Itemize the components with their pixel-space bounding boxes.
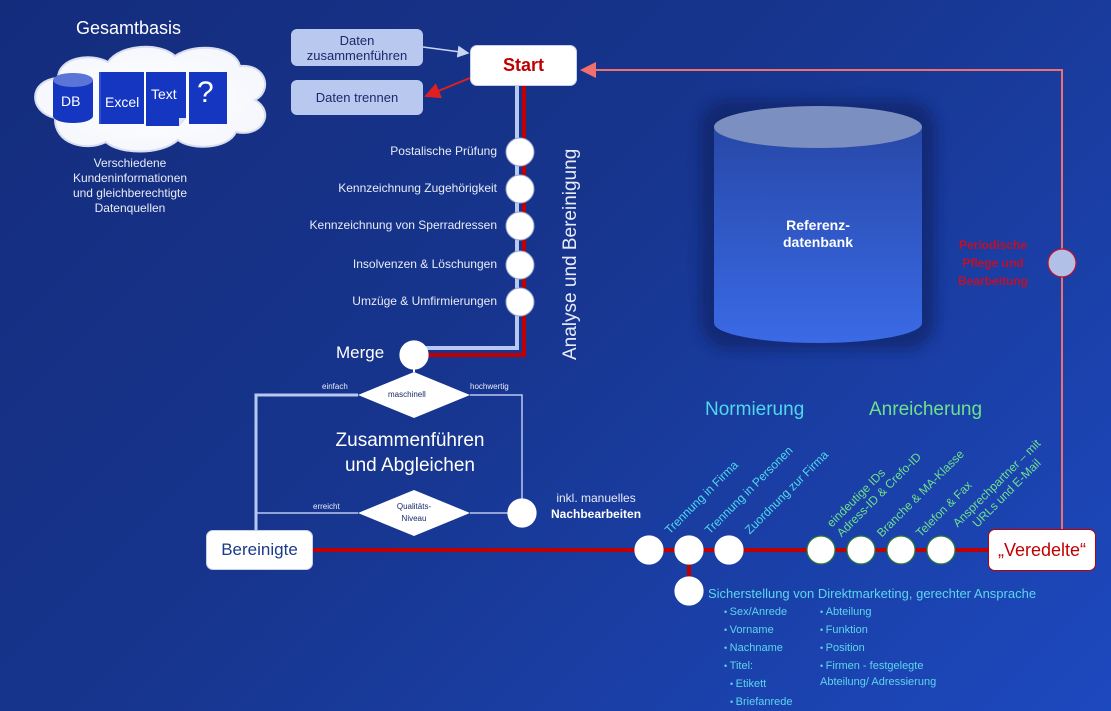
matching-title: Zusammenführen und Abgleichen <box>335 430 485 476</box>
analysis-step-node[interactable] <box>505 287 535 317</box>
high-quality-label: hochwertig <box>470 382 509 391</box>
list-item: Position <box>820 639 923 657</box>
normalization-step-node[interactable] <box>714 535 744 565</box>
list-item: Titel: <box>724 657 793 675</box>
list-item: Nachname <box>724 639 793 657</box>
list-item: Firmen - festgelegte <box>820 657 924 673</box>
source-excel-label: Excel <box>105 94 140 110</box>
maintenance-node[interactable] <box>1047 248 1077 278</box>
analysis-step-node[interactable] <box>505 250 535 280</box>
analysis-step-label: Kennzeichnung von Sperradressen <box>309 218 497 232</box>
enrichment-title: Anreicherung <box>869 399 983 420</box>
list-item: Abteilung <box>820 603 923 621</box>
merge-node[interactable] <box>399 340 429 370</box>
analysis-step-node[interactable] <box>505 174 535 204</box>
list-item: Vorname <box>724 621 793 639</box>
arrow-start-to-split <box>424 77 471 99</box>
source-title: Gesamtbasis <box>76 18 182 38</box>
analysis-step-label: Insolvenzen & Löschungen <box>352 257 497 271</box>
decision-machine-diamond <box>358 372 470 418</box>
manual-rework-node[interactable] <box>507 498 537 528</box>
list-item: Briefanrede <box>724 693 793 711</box>
direct-marketing-continuation: Abteilung/ Adressierung <box>820 676 937 688</box>
simple-label: einfach <box>322 382 348 391</box>
start-box[interactable]: Start <box>470 45 577 86</box>
maintenance-label: Periodische Pflege und Bearbeitung <box>957 238 1028 288</box>
analysis-step-label: Kennzeichnung Zugehörigkeit <box>338 181 497 195</box>
normalization-step-node[interactable] <box>634 535 664 565</box>
reached-label: erreicht <box>313 502 340 511</box>
source-unknown-label: ? <box>197 76 214 109</box>
direct-marketing-node[interactable] <box>674 576 704 606</box>
enrichment-step-node[interactable] <box>846 535 876 565</box>
analysis-step-label: Umzüge & Umfirmierungen <box>352 294 497 308</box>
feedback-loop-line <box>580 62 1063 530</box>
enrichment-step-node[interactable] <box>806 535 836 565</box>
spreadsheet-icon <box>99 72 144 124</box>
merge-data-box[interactable]: Daten zusammenführen <box>291 29 423 66</box>
analysis-step-node[interactable] <box>505 211 535 241</box>
direct-marketing-left-list: Sex/Anrede Vorname Nachname Titel: Etike… <box>724 603 793 711</box>
question-icon <box>189 72 227 124</box>
merge-label: Merge <box>336 343 385 362</box>
refined-data-box[interactable]: „Veredelte“ <box>988 529 1096 571</box>
list-item: Funktion <box>820 621 923 639</box>
document-icon <box>146 72 186 126</box>
split-data-box[interactable]: Daten trennen <box>291 80 423 115</box>
database-icon <box>52 72 94 124</box>
analysis-step-label: Postalische Prüfung <box>390 144 497 158</box>
reference-database-label: Referenz- datenbank <box>782 217 853 250</box>
manual-rework-label: inkl. manuelles Nachbearbeiten <box>551 491 642 521</box>
high-quality-path-line <box>470 394 523 500</box>
simple-path-line <box>254 393 358 530</box>
analysis-step-node[interactable] <box>505 137 535 167</box>
list-item: Etikett <box>724 675 793 693</box>
decision-quality-diamond <box>358 490 470 536</box>
enrichment-step-node[interactable] <box>886 535 916 565</box>
enrichment-step-node[interactable] <box>926 535 956 565</box>
list-item: Sex/Anrede <box>724 603 793 621</box>
arrow-merge-to-start <box>422 45 470 58</box>
reference-database-icon <box>700 100 936 350</box>
cleaned-data-box[interactable]: Bereinigte <box>206 530 313 570</box>
decision-quality-label: Qualitäts- Niveau <box>396 502 432 523</box>
direct-marketing-right-list: Abteilung Funktion Position Firmen - fes… <box>820 603 924 673</box>
normalization-step-node[interactable] <box>674 535 704 565</box>
analysis-section-title: Analyse und Bereinigung <box>560 148 581 360</box>
direct-marketing-title: Sicherstellung von Direktmarketing, gere… <box>708 586 1037 601</box>
source-text-label: Text <box>151 86 177 102</box>
source-db-label: DB <box>61 93 81 109</box>
source-caption: Verschiedene Kundeninformationen und gle… <box>72 156 188 215</box>
analysis-line-light <box>415 86 519 350</box>
normalization-title: Normierung <box>705 399 805 420</box>
decision-machine-label: maschinell <box>388 390 426 399</box>
